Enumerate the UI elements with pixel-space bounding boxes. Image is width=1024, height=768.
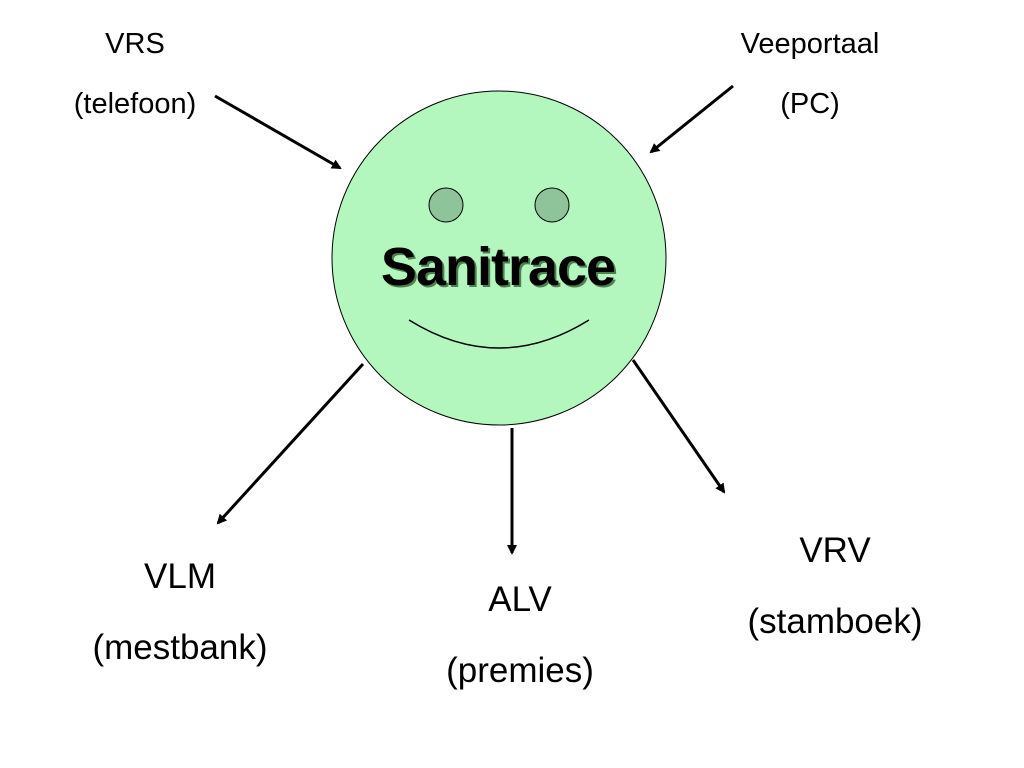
left-eye bbox=[428, 187, 464, 223]
target-alv-purpose: (premies) bbox=[446, 651, 594, 690]
smiley-face bbox=[331, 90, 667, 426]
arrow-vrs-to-sanitrace bbox=[214, 94, 342, 170]
source-veeportaal-name: Veeportaal bbox=[740, 28, 880, 60]
sanitrace-title: Sanitrace bbox=[380, 237, 616, 297]
target-vlm-purpose: (mestbank) bbox=[92, 628, 268, 667]
right-eye bbox=[534, 187, 570, 223]
target-alv-name: ALV bbox=[488, 580, 552, 619]
target-vlm-name: VLM bbox=[144, 557, 216, 596]
smile-mouth bbox=[408, 319, 590, 349]
source-veeportaal-channel: (PC) bbox=[780, 88, 840, 120]
arrow-sanitrace-to-vlm bbox=[216, 362, 365, 525]
source-vrs-name: VRS bbox=[105, 28, 165, 60]
arrow-sanitrace-to-vrv bbox=[631, 359, 726, 494]
arrow-veeportaal-to-sanitrace bbox=[649, 84, 734, 154]
source-vrs-channel: (telefoon) bbox=[73, 88, 197, 120]
target-vrv-name: VRV bbox=[799, 531, 871, 570]
target-vrv-purpose: (stamboek) bbox=[747, 602, 923, 641]
